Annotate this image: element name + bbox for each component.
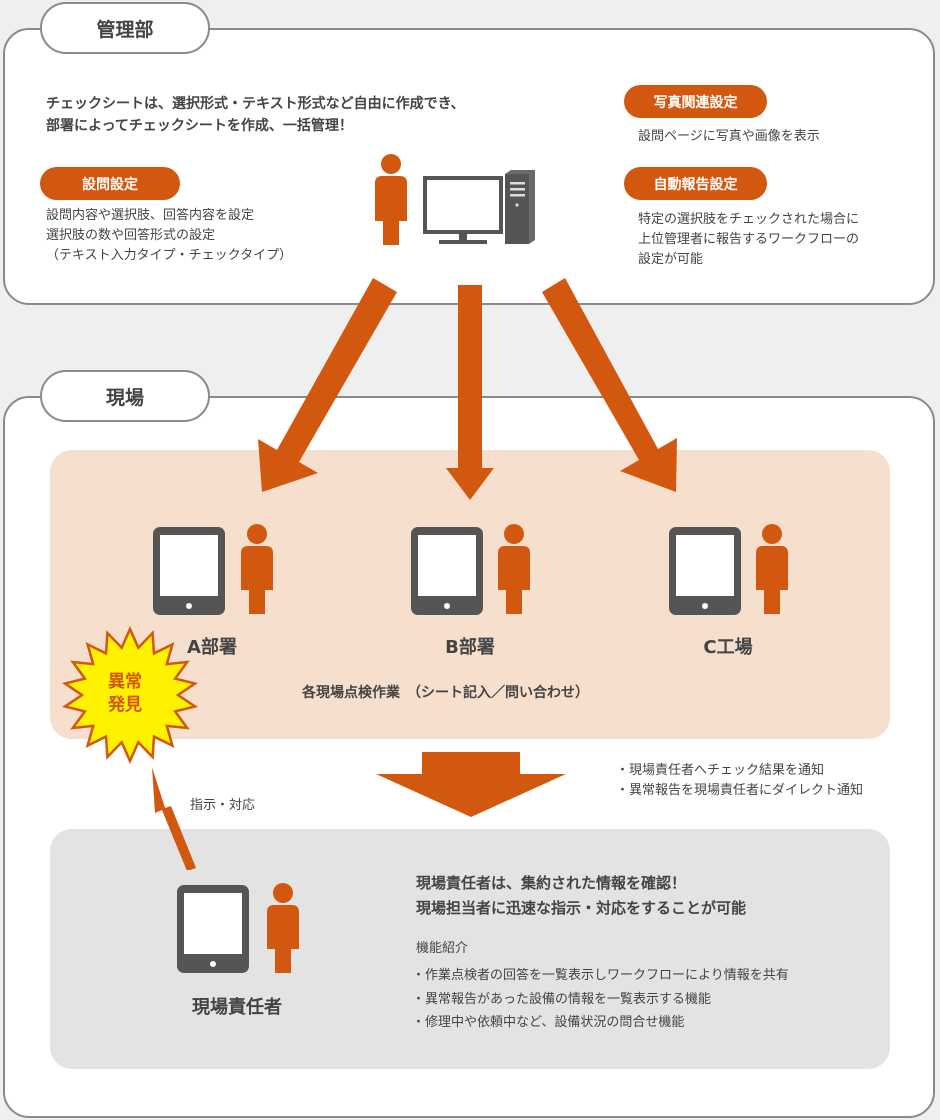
feature-item: ・作業点検者の回答を一覧表示しワークフローにより情報を共有 (412, 968, 789, 983)
department-label-c: C工場 (703, 637, 753, 658)
tablet-icon (153, 527, 225, 615)
person-icon (241, 524, 273, 614)
auto-report-line3: 設定が可能 (638, 252, 704, 267)
tablet-icon (177, 885, 249, 973)
feature-item: ・異常報告があった設備の情報を一覧表示する機能 (412, 992, 712, 1007)
photo-settings-badge: 写真関連設定 (624, 85, 767, 118)
arrow-icon (258, 278, 677, 500)
question-settings-line2: 選択肢の数や回答形式の設定 (46, 228, 216, 243)
notify-line2: ・異常報告を現場責任者にダイレクト通知 (616, 783, 864, 798)
arrow-icon (376, 752, 566, 817)
auto-report-line1: 特定の選択肢をチェックされた場合に (638, 212, 860, 227)
person-icon (498, 524, 530, 614)
manager-label: 現場責任者 (192, 997, 282, 1018)
auto-report-line2: 上位管理者に報告するワークフローの (638, 232, 860, 247)
question-settings-line1: 設問内容や選択肢、回答内容を設定 (46, 208, 255, 223)
work-caption: 各現場点検作業 （シート記入／問い合わせ） (302, 685, 589, 701)
question-settings-line3: （テキスト入力タイプ・チェックタイプ） (46, 248, 293, 263)
admin-tab: 管理部 (40, 2, 210, 54)
auto-report-settings-badge: 自動報告設定 (624, 167, 767, 200)
features-title: 機能紹介 (416, 941, 469, 956)
arrow-icon (152, 767, 196, 870)
admin-intro-line1: チェックシートは、選択形式・テキスト形式など自由に作成でき、 (46, 96, 465, 112)
alert-text-line1: 異常 (108, 672, 142, 692)
question-settings-badge: 設問設定 (40, 167, 180, 200)
burst-icon (61, 625, 199, 765)
site-tab: 現場 (40, 370, 210, 422)
admin-intro-line2: 部署によってチェックシートを作成、一括管理！ (46, 118, 353, 134)
feature-item: ・修理中や依頼中など、設備状況の問合せ機能 (412, 1015, 685, 1030)
department-label-a: A部署 (187, 637, 237, 658)
person-icon (267, 883, 299, 973)
manager-headline2: 現場担当者に迅速な指示・対応をすることが可能 (416, 899, 747, 917)
photo-settings-line1: 設問ページに写真や画像を表示 (638, 129, 820, 144)
department-label-b: B部署 (445, 637, 495, 658)
person-icon (375, 154, 407, 245)
alert-text-line2: 発見 (108, 695, 142, 715)
manager-headline1: 現場責任者は、集約された情報を確認！ (416, 874, 687, 892)
person-icon (756, 524, 788, 614)
notify-line1: ・現場責任者へチェック結果を通知 (616, 763, 825, 778)
tablet-icon (411, 527, 483, 615)
instruction-label: 指示・対応 (190, 798, 256, 813)
admin-panel (3, 28, 935, 305)
desktop-computer-icon (423, 170, 535, 244)
tablet-icon (669, 527, 741, 615)
